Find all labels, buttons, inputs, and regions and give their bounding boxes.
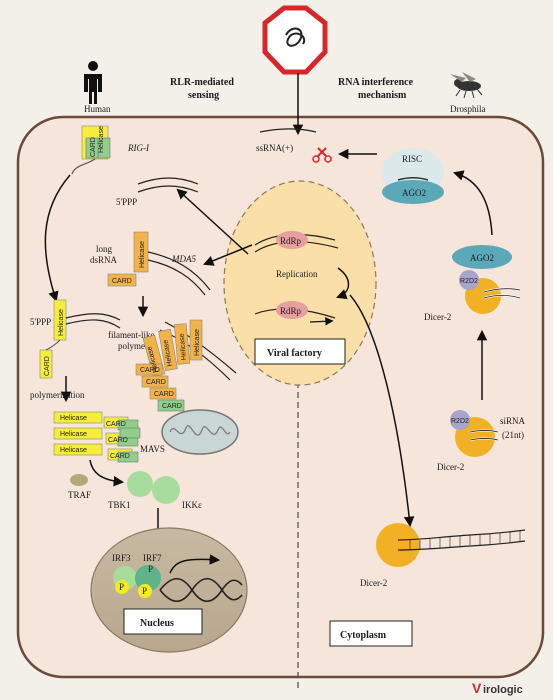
mavs-card-3: CARD (110, 453, 130, 460)
mavs-label: MAVS (140, 444, 165, 454)
risc-ago2-label: AGO2 (402, 188, 426, 198)
rig-i-label: RIG-I (127, 143, 150, 153)
dicer-dsrna-complex (376, 523, 526, 567)
sirna-r2d2-label: R2D2 (451, 418, 469, 425)
dicer-ago2-label: AGO2 (470, 253, 494, 263)
long-dsrna-l1: long (96, 244, 113, 254)
rdrp-top (254, 231, 339, 253)
rdrp-bottom (254, 301, 336, 319)
risc-label: RISC (402, 154, 422, 164)
human-icon (84, 61, 102, 104)
rlr-title-line1: RLR-mediated (170, 77, 234, 88)
cytoplasm-box (329, 620, 413, 647)
replication-label: Replication (276, 269, 318, 279)
rig-i-helicase-text: Helicase (98, 126, 105, 153)
human-label: Human (84, 104, 111, 114)
ppp-top-label: 5'PPP (116, 197, 137, 207)
traf-protein (70, 474, 88, 486)
nucleus-box (123, 608, 203, 635)
viral-factory (223, 180, 377, 386)
viral-factory-box (254, 338, 346, 365)
virologic-logo: V irologic (472, 680, 523, 696)
tbk1-label: TBK1 (108, 500, 131, 510)
long-dsrna-l2: dsRNA (90, 255, 118, 265)
fil-helicase-2: Helicase (162, 339, 174, 367)
irf7-label: IRF7 (143, 553, 162, 563)
tbk1-protein (127, 471, 153, 497)
ikke-protein (152, 476, 180, 504)
virus-particle (262, 5, 328, 75)
rig-i-bound-helicase-text: Helicase (58, 309, 65, 336)
rlr-title-line2: sensing (188, 90, 219, 101)
logo-text: irologic (483, 684, 523, 696)
rdrp-top-label: RdRp (280, 236, 302, 246)
dicer-bottom-label: Dicer-2 (360, 578, 387, 588)
traf-label: TRAF (68, 490, 91, 500)
cytoplasm-label: Cytoplasm (340, 630, 387, 641)
ppp-left-label: 5'PPP (30, 317, 51, 327)
fil-card-1: CARD (140, 367, 160, 374)
rig-i-card-text: CARD (90, 137, 97, 157)
polymerization-label: polymerization (30, 390, 85, 400)
nucleus-label: Nucleus (140, 618, 174, 629)
dsrna-top (137, 177, 199, 193)
scissors-icon (312, 147, 332, 163)
fil-card-4: CARD (162, 403, 182, 410)
mavs-helicase-2: Helicase (60, 431, 87, 438)
irf7-p2-label: P (142, 586, 147, 596)
dicer-sirna-complex (450, 410, 499, 457)
filament-polymers (135, 319, 237, 412)
mavs-card-2: CARD (108, 437, 128, 444)
risc-complex (382, 148, 444, 204)
sirna-label-l1: siRNA (500, 416, 526, 426)
mda5-label: MDA5 (171, 254, 196, 264)
logo-letter: V (472, 680, 482, 696)
sirna-label-l2: (21nt) (502, 430, 524, 440)
dicer-ago2-complex (452, 245, 521, 314)
mavs-card-1: CARD (106, 421, 126, 428)
mavs-helicase-3: Helicase (60, 447, 87, 454)
dicer-top-label: Dicer-2 (424, 312, 451, 322)
fil-card-2: CARD (146, 379, 166, 386)
fil-card-3: CARD (154, 391, 174, 398)
irf3-p-label: P (119, 582, 124, 592)
drosophila-label: Drosphila (450, 104, 486, 114)
mda5-card-text: CARD (112, 278, 132, 285)
fil-helicase-3: Helicase (179, 333, 188, 360)
rnai-title-line2: mechanism (358, 90, 407, 101)
mavs-helicase-1: Helicase (60, 415, 87, 422)
filament-l1: filament-like (108, 330, 154, 340)
ikke-label: IKKε (182, 500, 202, 510)
viral-factory-label: Viral factory (267, 348, 322, 359)
mavs-stack (53, 411, 141, 463)
ssrna-strand (259, 128, 317, 133)
dicer-mid-label: Dicer-2 (437, 462, 464, 472)
rig-i-bound-card-text: CARD (44, 356, 51, 376)
mda5-protein (107, 231, 211, 296)
rig-i-bound (39, 299, 121, 379)
fil-helicase-4: Helicase (194, 329, 201, 356)
irf-complex (113, 565, 161, 598)
dna-helix (159, 577, 243, 603)
rig-i-protein (71, 125, 111, 175)
irf7-p-label: P (148, 564, 153, 574)
ssrna-label: ssRNA(+) (256, 143, 293, 153)
mitochondrion (161, 409, 239, 455)
dicer-r2d2-label: R2D2 (460, 278, 478, 285)
rnai-title-line1: RNA interference (338, 77, 414, 88)
irf3-label: IRF3 (112, 553, 131, 563)
rdrp-bottom-label: RdRp (280, 306, 302, 316)
mda5-helicase-text: Helicase (139, 241, 146, 268)
fly-icon (450, 72, 483, 99)
filament-l2: polymers (118, 341, 152, 351)
